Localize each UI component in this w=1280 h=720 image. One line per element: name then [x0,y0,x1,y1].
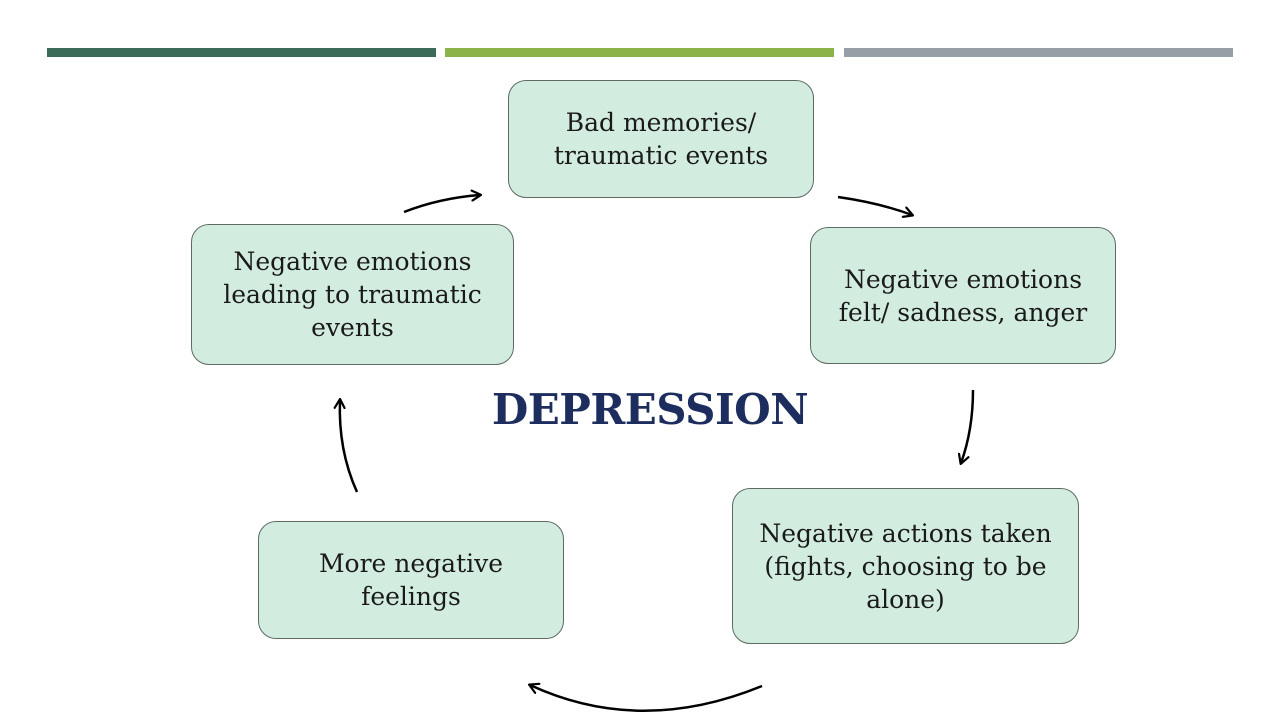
node-negative-actions: Negative actions taken (fights, choosing… [732,488,1079,644]
header-bar-gray [844,48,1233,57]
node-line: More negative [318,549,504,578]
node-line: Bad memories/ [565,108,757,137]
node-line: felt/ sadness, anger [838,297,1088,327]
arrow-emotions-to-actions [961,389,975,463]
node-line: Negative emotions [843,264,1083,294]
node-line: (fights, choosing to be [764,551,1047,581]
node-negative-emotions-felt: Negative emotions felt/ sadness, anger [810,227,1116,364]
node-text: Negative actions taken (fights, choosing… [759,517,1051,616]
node-text: Negative emotions felt/ sadness, anger [839,263,1087,329]
arrow-emotions-to-memories [403,195,480,214]
node-negative-emotions-leading: Negative emotions leading to traumatic e… [191,224,514,365]
arrow-feelings-to-emotions [340,400,359,493]
node-line: feelings [361,582,461,611]
node-bad-memories: Bad memories/ traumatic events [508,80,814,198]
node-more-negative-feelings: More negative feelings [258,521,564,639]
node-line: Negative actions taken [759,518,1052,548]
node-text: More negative feelings [319,547,503,613]
node-line: traumatic events [553,141,769,170]
diagram-title: DEPRESSION [491,385,809,434]
node-text: Negative emotions leading to traumatic e… [223,245,481,344]
arrow-memories-to-emotions [837,195,912,215]
node-text: Bad memories/ traumatic events [554,106,768,172]
header-bar-light-green [445,48,834,57]
node-line: Negative emotions [233,247,472,276]
node-line: leading to traumatic [223,280,482,309]
header-bar-dark-green [47,48,436,57]
node-line: events [311,313,394,342]
node-line: alone) [866,584,945,614]
arrow-actions-to-feelings [530,685,763,712]
